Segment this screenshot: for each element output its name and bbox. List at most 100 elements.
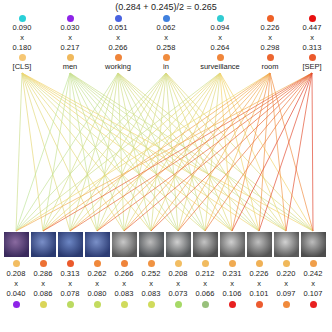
score-dot [67,15,74,22]
attention-line [232,73,270,231]
score-value: 0.066 [192,289,219,299]
score-dot [283,301,290,308]
score-value: 0.298 [260,43,281,53]
score-value: 0.231 [219,269,246,279]
score-value: 0.258 [156,43,177,53]
video-frame [85,232,110,257]
times-sign: x [84,279,111,289]
frame-column: 0.212x0.066 [192,232,219,310]
score-value: 0.447 [301,23,323,33]
times-sign: x [60,33,81,43]
score-dot [121,260,128,267]
score-dot [163,54,170,61]
word-column: 0.090x0.180[CLS] [12,14,33,72]
frame-column: 0.220x0.097 [273,232,300,310]
frame-column: 0.208x0.040 [3,232,30,310]
times-sign: x [12,33,33,43]
attention-line [16,73,118,231]
times-sign: x [30,279,57,289]
score-dot [67,54,74,61]
score-dot [19,54,26,61]
score-dot [13,301,20,308]
score-dot [256,301,263,308]
attention-line [259,73,312,231]
attention-line [124,73,312,231]
score-dot [217,15,224,22]
word-column: 0.094x0.264surveillance [199,14,241,72]
word-column: 0.030x0.217men [60,14,81,72]
frame-column: 0.313x0.078 [57,232,84,310]
attention-line [97,73,220,231]
score-value: 0.226 [246,269,273,279]
attention-line [124,73,220,231]
attention-line [205,73,312,231]
word-token: surveillance [199,62,241,72]
score-value: 0.078 [57,289,84,299]
times-sign: x [57,279,84,289]
attention-line [178,73,312,231]
score-dot [94,260,101,267]
frame-column: 0.262x0.080 [84,232,111,310]
score-value: 0.217 [60,43,81,53]
times-sign: x [260,33,281,43]
word-token: working [104,62,132,72]
attention-line [312,73,313,231]
video-frame [31,232,56,257]
score-dot [148,260,155,267]
attention-line [43,73,312,231]
score-dot [310,260,317,267]
score-dot [309,54,316,61]
score-value: 0.030 [60,23,81,33]
attention-line [151,73,312,231]
video-frame [220,232,245,257]
score-value: 0.252 [138,269,165,279]
times-sign: x [301,33,323,43]
attention-line [124,73,270,231]
score-value: 0.083 [111,289,138,299]
attention-line [70,73,205,231]
score-dot [175,260,182,267]
score-value: 0.083 [138,289,165,299]
attention-line [16,73,312,231]
frame-column: 0.226x0.101 [246,232,273,310]
word-token: [SEP] [301,62,323,72]
attention-line [22,73,124,231]
score-dot [148,301,155,308]
times-sign: x [192,279,219,289]
attention-line [22,73,43,231]
score-value: 0.106 [219,289,246,299]
score-dot [40,301,47,308]
attention-line [70,73,312,231]
score-dot [217,54,224,61]
score-dot [115,15,122,22]
score-value: 0.101 [246,289,273,299]
times-sign: x [199,33,241,43]
attention-line [22,73,313,231]
attention-line [16,73,22,231]
word-column: 0.226x0.298room [260,14,281,72]
score-value: 0.208 [165,269,192,279]
score-value: 0.090 [12,23,33,33]
word-token: in [156,62,177,72]
score-dot [283,260,290,267]
video-frame [139,232,164,257]
video-frame [247,232,272,257]
attention-line [97,73,312,231]
video-frame [301,232,326,257]
score-dot [94,301,101,308]
score-value: 0.051 [104,23,132,33]
score-dot [202,301,209,308]
frame-column: 0.252x0.083 [138,232,165,310]
frame-column: 0.266x0.083 [111,232,138,310]
word-column: 0.051x0.266working [104,14,132,72]
score-dot [40,260,47,267]
score-dot [229,301,236,308]
times-sign: x [273,279,300,289]
attention-line [43,73,220,231]
score-dot [13,260,20,267]
score-value: 0.180 [12,43,33,53]
score-dot [175,301,182,308]
score-dot [19,15,26,22]
video-frame [112,232,137,257]
